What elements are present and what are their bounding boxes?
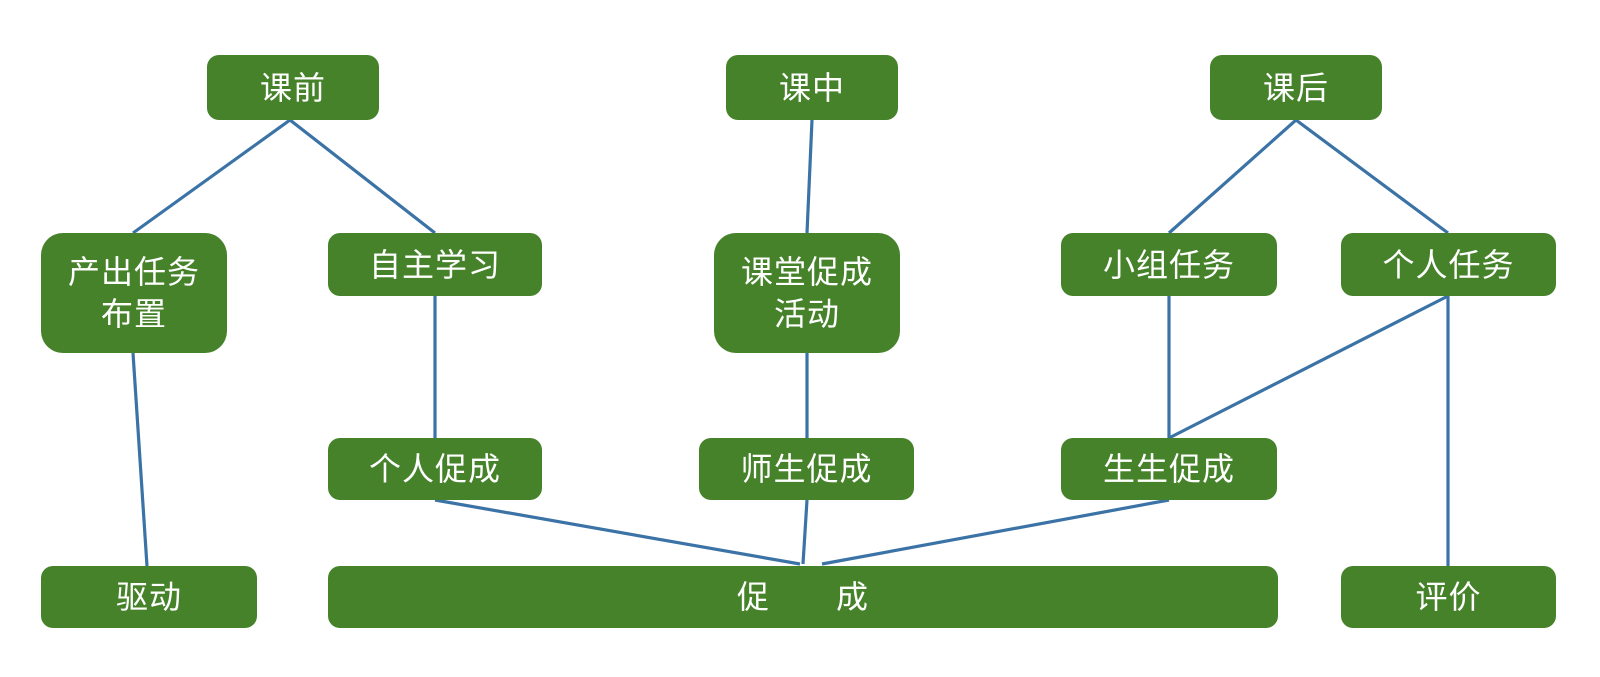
phase-after-node: 课后 — [1210, 55, 1382, 120]
connector-peer-to-enable — [821, 498, 1170, 566]
enable-label: 促 成 — [736, 578, 869, 616]
phase-after-label: 课后 — [1262, 68, 1329, 107]
peer-facilitation-label: 生生促成 — [1102, 450, 1235, 488]
individual-task-node: 个人任务 — [1341, 233, 1556, 296]
self-study-node: 自主学习 — [328, 233, 542, 296]
group-task-node: 小组任务 — [1061, 233, 1277, 296]
peer-facilitation-node: 生生促成 — [1061, 438, 1277, 500]
class-activity-node: 课堂促成 活动 — [714, 233, 900, 353]
individual-facilitation-label: 个人促成 — [368, 450, 501, 488]
connector-individual-task-to-peer — [1168, 294, 1449, 440]
class-activity-label: 课堂促成 活动 — [740, 253, 873, 333]
phase-before-node: 课前 — [207, 55, 379, 120]
task-assignment-node: 产出任务 布置 — [41, 233, 227, 353]
self-study-label: 自主学习 — [368, 245, 501, 284]
enable-node: 促 成 — [328, 566, 1278, 628]
connector-before-to-self-study — [289, 118, 436, 235]
connector-during-to-class-activity — [805, 119, 814, 234]
individual-facilitation-node: 个人促成 — [328, 438, 542, 500]
task-assignment-label: 产出任务 布置 — [67, 253, 200, 333]
drive-label: 驱动 — [115, 578, 182, 616]
group-task-label: 小组任务 — [1102, 245, 1235, 284]
connector-teacher-student-to-enable — [801, 499, 809, 565]
phase-during-label: 课中 — [778, 68, 845, 107]
phase-during-node: 课中 — [726, 55, 898, 120]
connector-before-to-task-assignment — [132, 118, 291, 235]
individual-task-label: 个人任务 — [1382, 245, 1515, 284]
connector-individual-facilitation-to-enable — [434, 498, 801, 566]
connector-after-to-individual-task — [1295, 118, 1449, 235]
drive-node: 驱动 — [41, 566, 257, 628]
teacher-student-facilitation-label: 师生促成 — [740, 450, 873, 488]
phase-before-label: 课前 — [259, 68, 326, 107]
connector-after-to-group-task — [1167, 118, 1298, 235]
teacher-student-facilitation-node: 师生促成 — [699, 438, 914, 500]
assess-node: 评价 — [1341, 566, 1556, 628]
assess-label: 评价 — [1415, 578, 1482, 616]
connector-task-assignment-to-drive — [131, 352, 149, 567]
